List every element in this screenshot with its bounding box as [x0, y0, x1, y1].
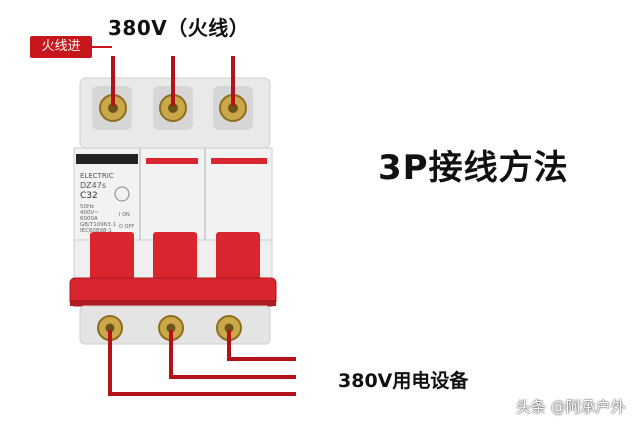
- incoming-wires: [111, 56, 235, 106]
- breaker-model: DZ47s: [80, 181, 106, 190]
- breaker-spec-3: 6000A: [80, 216, 98, 222]
- bottom-terminal-screw-1: [97, 315, 123, 341]
- breaker-spec-1: 50Hz: [80, 204, 94, 210]
- bottom-terminal-screw-2: [158, 315, 184, 341]
- diagram-title: 3P接线方法: [378, 148, 569, 188]
- breaker-spec-2: 400V~: [80, 210, 99, 216]
- breaker-spec-4: GB/T10963.1: [80, 222, 116, 228]
- top-terminal-screw-2: [159, 94, 187, 122]
- breaker-handle-2: [153, 232, 197, 280]
- outgoing-wires: [108, 330, 296, 396]
- bottom-device-label: 380V用电设备: [338, 370, 469, 392]
- top-terminal-screw-3: [219, 94, 247, 122]
- breaker-rating: C32: [80, 191, 98, 201]
- cert-mark-icon: [114, 186, 130, 202]
- top-terminal-screw-1: [99, 94, 127, 122]
- breaker-handle-3: [216, 232, 260, 280]
- breaker-handle-1: [90, 232, 134, 280]
- top-voltage-label: 380V（火线）: [108, 16, 250, 40]
- breaker-brand: ELECTRIC: [80, 172, 114, 180]
- watermark: 头条 @阿承户外: [516, 398, 626, 416]
- incoming-live-badge: 火线进: [30, 36, 92, 58]
- breaker-on-label: I ON: [119, 212, 130, 218]
- breaker-spec-5: IEC60898-1: [80, 228, 112, 234]
- breaker-off-label: O OFF: [119, 224, 134, 230]
